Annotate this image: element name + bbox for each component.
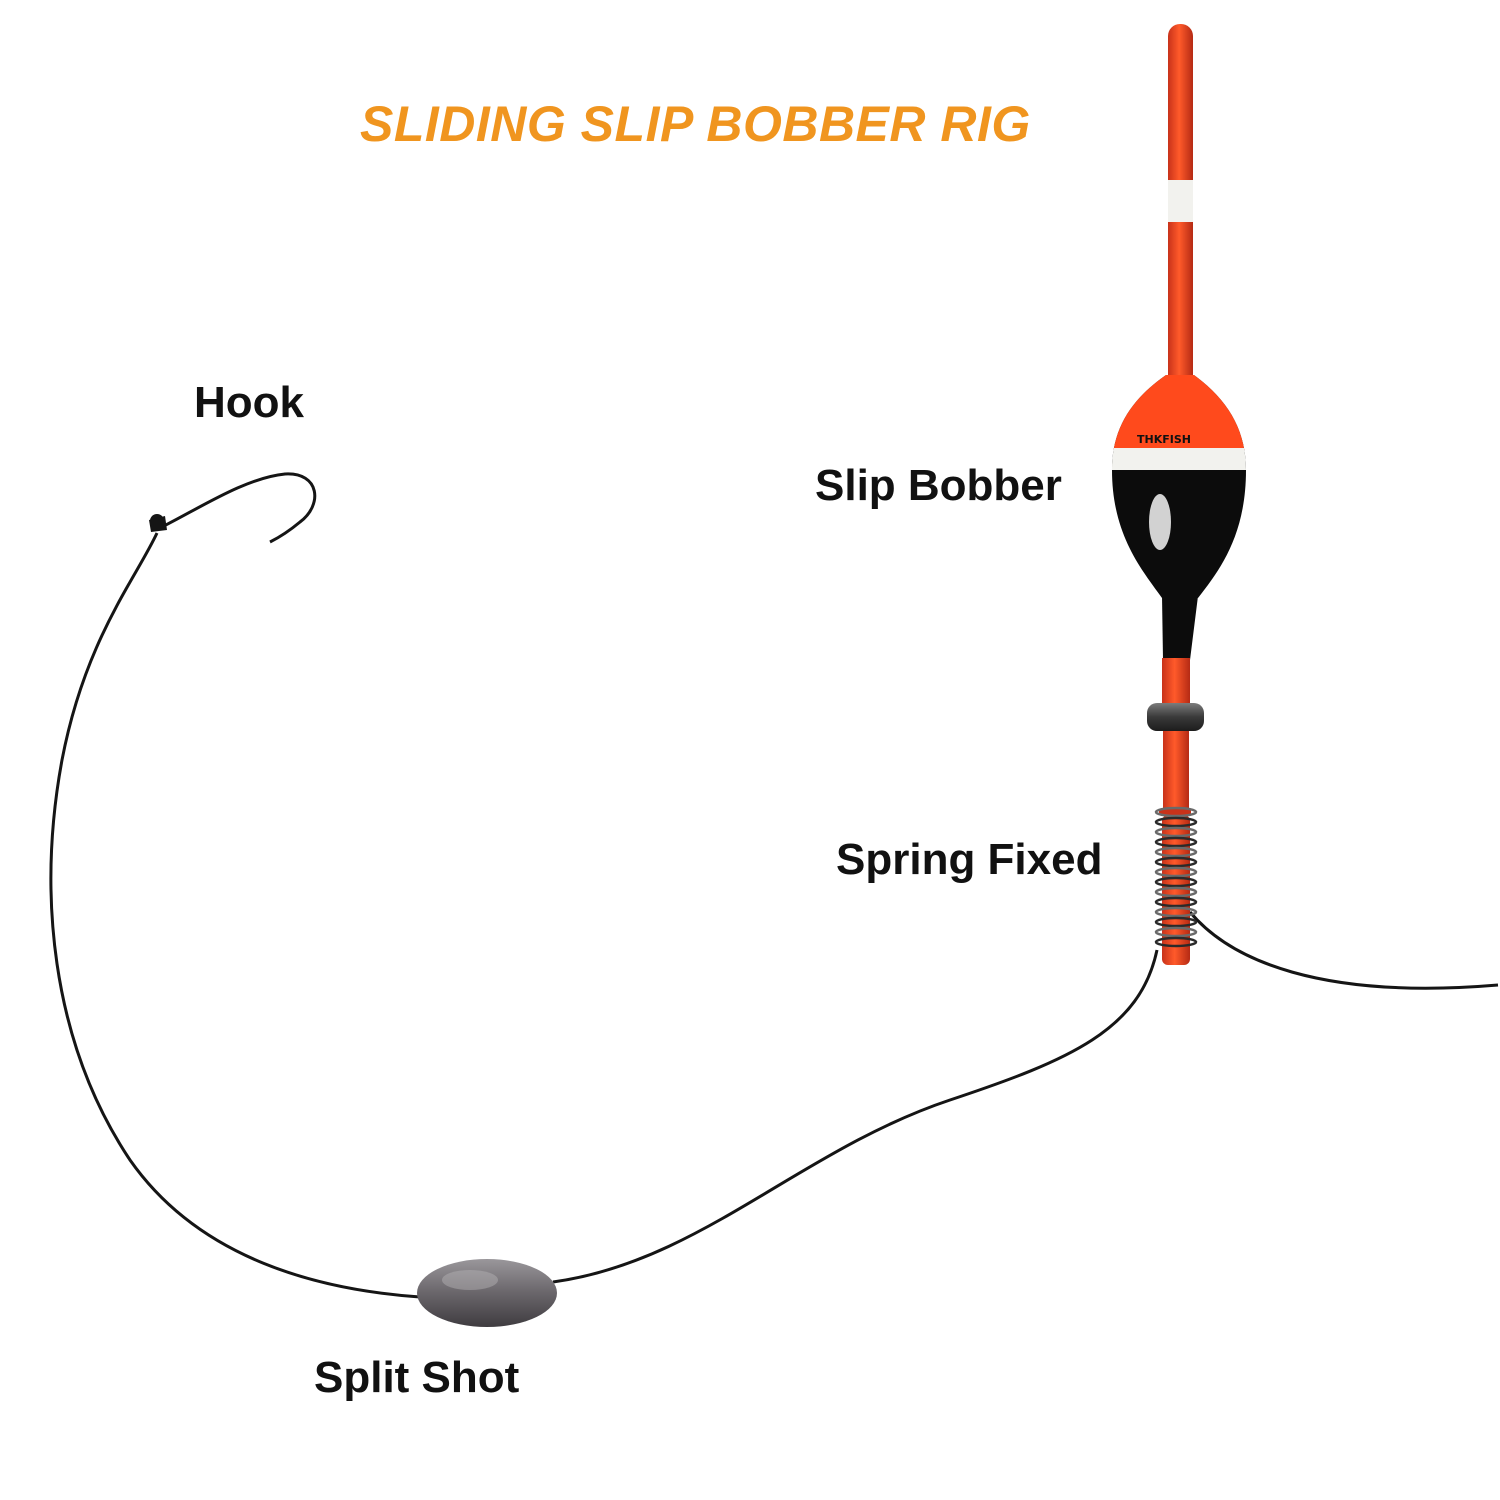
split-shot-weight bbox=[417, 1259, 557, 1327]
bobber-stopper bbox=[1147, 703, 1204, 731]
spring-coil bbox=[1154, 896, 1198, 908]
fishing-line bbox=[552, 949, 1159, 1284]
spring-coil bbox=[1154, 816, 1198, 828]
spring-coil bbox=[1154, 856, 1198, 868]
spring-coil bbox=[1154, 916, 1198, 928]
split-shot-label: Split Shot bbox=[314, 1353, 520, 1402]
main-line bbox=[1188, 911, 1499, 990]
spring-coil bbox=[1154, 886, 1198, 898]
slip-bobber-label: Slip Bobber bbox=[815, 461, 1062, 510]
fishing-line bbox=[49, 532, 421, 1299]
spring-coil bbox=[1154, 936, 1198, 948]
diagram-title: SLIDING SLIP BOBBER RIG bbox=[360, 96, 1031, 152]
spring-icon bbox=[1154, 806, 1198, 948]
bobber-brand-label: THKFISH bbox=[1137, 433, 1191, 446]
spring-coil bbox=[1154, 926, 1198, 938]
spring-coil bbox=[1154, 836, 1198, 848]
spring-coil bbox=[1154, 876, 1198, 888]
spring-coil bbox=[1154, 826, 1198, 838]
spring-coil bbox=[1154, 806, 1198, 818]
hook-label: Hook bbox=[194, 378, 304, 427]
spring-coil bbox=[1154, 906, 1198, 918]
hook-icon bbox=[149, 472, 317, 544]
spring-fixed-label: Spring Fixed bbox=[836, 835, 1103, 884]
slip-bobber: THKFISH bbox=[1112, 24, 1246, 965]
spring-coil bbox=[1154, 866, 1198, 878]
spring-coil bbox=[1154, 846, 1198, 858]
